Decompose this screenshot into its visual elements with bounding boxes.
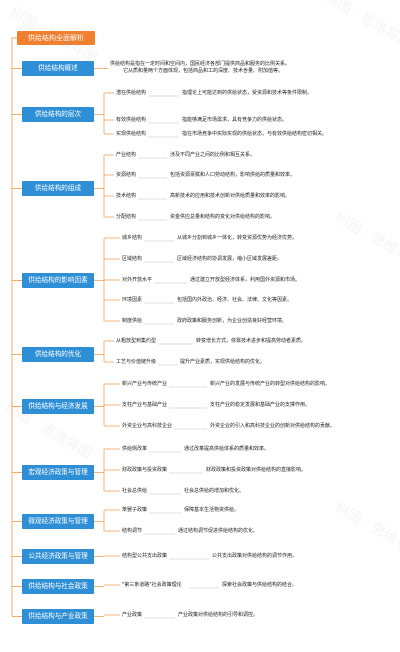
item-description: 新兴产业的发展与传统产业的转型对供给结构的影响。 — [210, 381, 331, 387]
item-description: 财政政策和投资政策对供给结构的直接影响。 — [206, 467, 307, 473]
item-term[interactable]: 实现供给结构 — [116, 131, 147, 137]
item-description: 社会总供给的增加和优化。 — [184, 488, 245, 494]
item-description: 支柱产业的稳定发展和基础产业的支撑作用。 — [210, 402, 311, 408]
item-term[interactable]: 结构调节 — [122, 528, 143, 534]
item-description: 指能够满足市场需求，具有竞争力的供给状态。 — [182, 117, 288, 123]
item-description: 涉及不同产业之间的比例和相互关系。 — [170, 152, 256, 158]
item-term[interactable]: 苯罢子政策 — [122, 507, 148, 513]
section-node[interactable]: 公共经济政策与管理 — [22, 549, 94, 564]
item-term[interactable]: 资源结构 — [116, 172, 137, 178]
item-term[interactable]: 社会总供给 — [122, 488, 148, 494]
item-term[interactable]: 新兴产业与传统产业 — [122, 381, 168, 387]
section-node[interactable]: 微观经济政策与管理 — [22, 514, 94, 529]
section-node[interactable]: 供给结构与产业政策 — [22, 609, 94, 624]
item-description: 指在市场竞争中实际实现的供给状态，与有效供给结构密切相关。 — [182, 131, 328, 137]
item-description: 资金供应总量和结构的变化对供给结构的影响。 — [170, 214, 276, 220]
item-description: 产业政策对供给结构的引导和调控。 — [178, 612, 259, 618]
section-node[interactable]: 供给结构的影响因素 — [22, 273, 94, 288]
overview-text: 供给结构是指在一定时间和空间内，国民经济各部门提供商品和服务的比例关系。 — [110, 61, 291, 67]
item-description: 政府政策和服务创新，为企业创造良好经营环境。 — [177, 318, 288, 324]
section-node[interactable]: 供给结构的层次 — [22, 107, 94, 122]
item-term[interactable]: 区域结构 — [122, 256, 143, 262]
item-description: 保障基本生活物资供给。 — [184, 507, 240, 513]
item-description: 外资企业的引入和高科技企业的创新对供给结构的贡献。 — [210, 423, 336, 429]
item-description: 转变增长方式，依靠技术进步和提高劳动者素质。 — [196, 338, 307, 344]
item-term[interactable]: 对外开放水平 — [122, 277, 153, 283]
item-description: 通过建立开放型经济体系，利用国外资源和市场。 — [190, 277, 301, 283]
item-description: 从城乡分割到城乡一体化，转变资源优势为经济优势。 — [177, 235, 298, 241]
overview-text: 它从质和量两个方面体现，包括商品和工的深度、技术含量、附加值等。 — [123, 68, 284, 74]
root-node[interactable]: 供给结构全面解析 — [17, 31, 95, 45]
item-description: 包括国内外政治、经济、社会、法律、文化等因素。 — [177, 297, 293, 303]
section-node[interactable]: 供给结构的优化 — [22, 347, 94, 362]
item-term[interactable]: 产业政策 — [122, 612, 143, 618]
section-node[interactable]: 供给结构与社会政策 — [22, 579, 94, 594]
item-description: 探索社会政策与供给结构的结合。 — [222, 582, 298, 588]
item-term[interactable]: 财政政策与投资政策 — [122, 467, 168, 473]
item-description: 通过改革提高供给体系的质量和效率。 — [184, 446, 270, 452]
section-node[interactable]: 供给结构与经济发展 — [22, 399, 94, 414]
item-description: 提升产业素质，实现供给结构的优化。 — [180, 359, 266, 365]
section-node[interactable]: 供给结构的组成 — [22, 181, 94, 196]
item-description: 包括资源禀赋和人口劳动结构，影响供给的质量和效率。 — [170, 172, 296, 178]
item-term[interactable]: 制度供给 — [122, 318, 143, 324]
item-term[interactable]: "第三条道路"社会政策理论 — [122, 582, 182, 588]
section-node[interactable]: 供给结构概述 — [22, 61, 94, 76]
item-term[interactable]: 支柱产业与基础产业 — [122, 402, 168, 408]
item-term[interactable]: 有效供给结构 — [116, 117, 147, 123]
item-term[interactable]: 潜在供给结构 — [116, 90, 147, 96]
item-term[interactable]: 工艺与价值链升级 — [116, 359, 157, 365]
item-term[interactable]: 从粗放型到集约型 — [116, 338, 157, 344]
item-description: 高新技术的应用和技术创新对供给质量和效率的影响。 — [170, 193, 291, 199]
item-term[interactable]: 分配结构 — [116, 214, 137, 220]
item-term[interactable]: 外资企业与高科技企业 — [122, 423, 173, 429]
section-node[interactable]: 宏观经济政策与管理 — [22, 465, 94, 480]
item-term[interactable]: 城乡结构 — [122, 235, 143, 241]
item-term[interactable]: 产业结构 — [116, 152, 137, 158]
item-term[interactable]: 供给侧改革 — [122, 446, 148, 452]
item-description: 通过结构调节促进供给结构的优化。 — [178, 528, 259, 534]
item-description: 公共支出政策对供给结构的调节作用。 — [212, 553, 298, 559]
item-description: 区域经济结构的协调发展，缩小区域发展差距。 — [177, 256, 283, 262]
item-description: 指理论上可能达到的供给状态，受资源和技术等条件限制。 — [182, 90, 313, 96]
item-term[interactable]: 结构型公共支出政策 — [122, 553, 168, 559]
item-term[interactable]: 技术结构 — [116, 193, 137, 199]
item-term[interactable]: 环境因素 — [122, 297, 143, 303]
trunk-line — [11, 37, 17, 617]
